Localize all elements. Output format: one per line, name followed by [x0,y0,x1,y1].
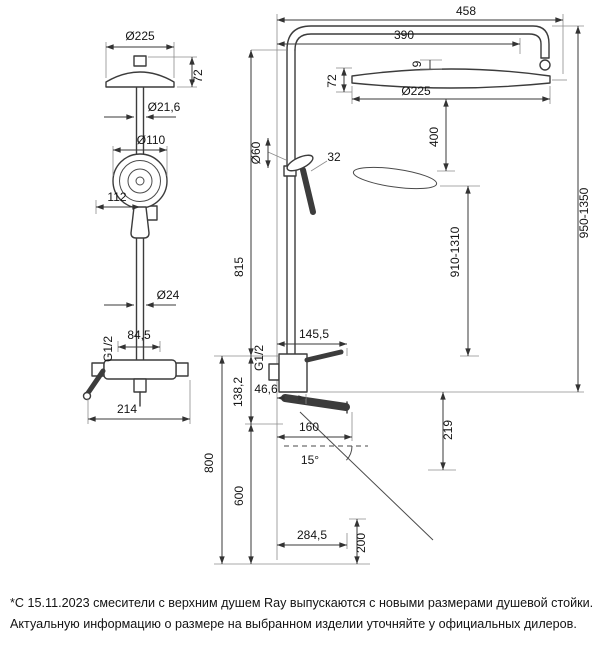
footnote-line-2: Актуальную информацию о размере на выбра… [10,617,577,631]
dim-side-handshower-diameter: Ø60 [249,141,263,164]
dim-side-stream-reach: 284,5 [297,528,327,542]
dim-front-mixer-width: 214 [117,402,137,416]
dim-front-riser-diameter: Ø21,6 [148,100,181,114]
dim-front-handshower-diameter: Ø110 [137,133,166,147]
dim-front-head-height: 72 [191,69,205,83]
front-hand-shower [112,153,168,239]
front-view: Ø225 72 Ø21,6 Ø110 112 Ø24 G1/2 84,5 214 [82,29,205,424]
side-riser-and-arm [286,25,550,357]
dim-side-spout-height: 600 [232,486,246,506]
angle-arc [346,445,353,461]
dim-side-spout-angle: 15° [301,453,319,467]
front-dimension-lines [88,44,195,422]
front-shower-head [105,55,175,88]
front-mixer [82,359,189,407]
side-shower-head-lowered [352,166,438,190]
dim-side-arm-reach: 390 [394,28,414,42]
footnote-line-1: *С 15.11.2023 смесители с верхним душем … [10,596,594,610]
dim-side-mixer-reach: 145,5 [299,327,329,341]
dim-side-stream-drop: 200 [354,533,368,553]
spout-stream-line [299,411,434,541]
side-hand-shower [283,154,316,215]
dim-side-overall-reach: 458 [456,4,476,18]
dim-side-thread: G1/2 [252,345,266,371]
dim-front-spout-offset: 84,5 [127,328,151,342]
side-mixer [268,349,350,414]
side-view: 458 390 72 9 Ø225 400 Ø60 32 815 950-135… [202,4,591,565]
dim-side-head-height-range: 910-1310 [448,226,462,277]
dim-front-handshower-offset: 112 [107,190,126,204]
dim-side-head-rim: 9 [410,60,424,67]
dim-side-mixer-height: 138,2 [231,377,245,407]
dim-front-head-diameter: Ø225 [125,29,155,43]
dim-side-holder-offset: 32 [327,150,341,164]
dim-side-inlet-offset: 46,6 [254,382,278,396]
side-shower-head [351,68,551,89]
dim-side-mount-height: 800 [202,453,216,473]
dim-side-head-height: 72 [325,74,339,88]
side-dimension-lines [219,17,581,564]
dim-side-spout-drop: 219 [441,420,455,440]
dim-side-height-adjust: 400 [427,127,441,147]
dim-side-head-diameter: Ø225 [401,84,431,98]
head-ball-joint [539,59,551,71]
dim-front-pipe-diameter: Ø24 [157,288,180,302]
dim-side-spout-reach: 160 [299,420,319,434]
dim-side-riser-length: 815 [232,257,246,277]
side-extension-lines [214,14,584,565]
dim-front-thread: G1/2 [101,336,115,362]
dim-side-overall-height: 950-1350 [577,187,591,238]
